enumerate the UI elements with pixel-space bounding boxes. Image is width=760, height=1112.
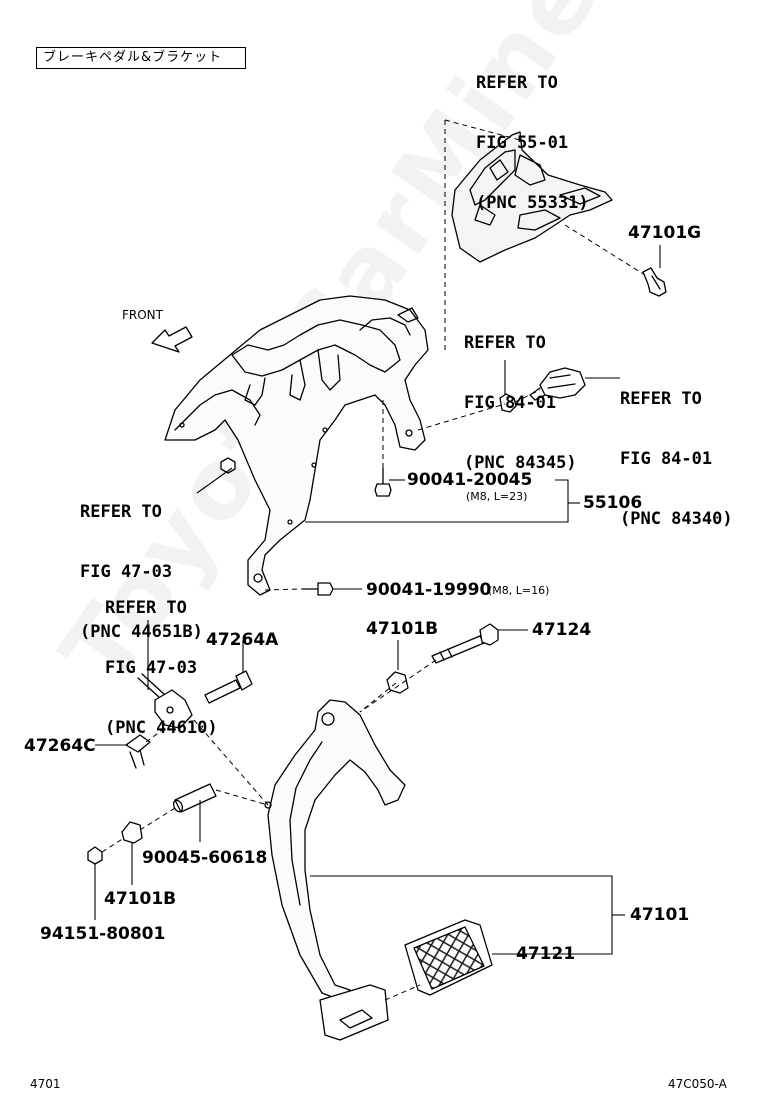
ref-fig55-line1: REFER TO bbox=[476, 73, 558, 93]
part-number-90041-20045: 90041-20045 bbox=[407, 470, 533, 490]
ref-fig84-b-line2: FIG 84-01 bbox=[620, 449, 713, 469]
footer-left: 4701 bbox=[30, 1077, 61, 1091]
ref-fig84-b: REFER TO FIG 84-01 (PNC 84340) bbox=[620, 349, 733, 569]
ref-fig55-line3: (PNC 55331) bbox=[476, 193, 589, 213]
bracket-55106 bbox=[164, 295, 429, 596]
clevis-44610 bbox=[137, 673, 193, 729]
ref-fig47-b: REFER TO FIG 47-03 (PNC 44610) bbox=[105, 558, 218, 778]
sleeve-90045-60618-icon bbox=[172, 783, 217, 813]
part-number-90045-60618: 90045-60618 bbox=[142, 848, 268, 868]
ref-fig47-b-line2: FIG 47-03 bbox=[105, 658, 198, 678]
ref-fig47-b-line1: REFER TO bbox=[105, 598, 187, 618]
bolt-90041-19990-icon bbox=[302, 582, 334, 596]
part-number-47101: 47101 bbox=[630, 905, 690, 925]
ref-fig84-a-line1: REFER TO bbox=[464, 333, 546, 353]
nut-94151-80801-icon bbox=[87, 846, 103, 865]
ref-fig55-line2: FIG 55-01 bbox=[476, 133, 569, 153]
part-number-90041-19990: 90041-19990 bbox=[366, 580, 492, 600]
ref-fig84-b-line3: (PNC 84340) bbox=[620, 509, 733, 529]
part-number-47121: 47121 bbox=[516, 944, 576, 964]
part-number-47101b-bottom: 47101B bbox=[104, 889, 177, 909]
ref-fig47-a-line3: (PNC 44651B) bbox=[80, 622, 203, 642]
pedal-pad-base bbox=[319, 984, 389, 1041]
ref-fig84-a-line3: (PNC 84345) bbox=[464, 453, 577, 473]
part-number-47101b-top: 47101B bbox=[366, 619, 439, 639]
clip-47264c-icon bbox=[125, 734, 151, 769]
front-label: FRONT bbox=[122, 308, 163, 322]
part-number-55106: 55106 bbox=[583, 493, 643, 513]
part-number-47264a: 47264A bbox=[206, 630, 279, 650]
ref-fig84-a-line2: FIG 84-01 bbox=[464, 393, 557, 413]
insulator-part bbox=[451, 131, 613, 263]
part-number-47264c: 47264C bbox=[24, 736, 96, 756]
ref-fig84-b-line1: REFER TO bbox=[620, 389, 702, 409]
bushing-47101b-bottom-icon bbox=[121, 821, 143, 844]
part-number-47124: 47124 bbox=[532, 620, 592, 640]
front-arrow-icon bbox=[151, 326, 193, 353]
ref-fig47-a-line2: FIG 47-03 bbox=[80, 562, 173, 582]
bolt-90041-20045-icon bbox=[374, 467, 392, 497]
bolt-47124-icon bbox=[431, 623, 499, 664]
ref-fig47-b-line3: (PNC 44610) bbox=[105, 718, 218, 738]
pin-47264a-icon bbox=[204, 670, 253, 704]
footer-right: 47C050-A bbox=[668, 1077, 727, 1091]
ref-fig55: REFER TO FIG 55-01 (PNC 55331) bbox=[476, 33, 589, 253]
ref-fig47-a-line1: REFER TO bbox=[80, 502, 162, 522]
bushing-47101b-top-icon bbox=[386, 671, 409, 694]
bolt-47101g-icon bbox=[642, 267, 667, 297]
part-spec-90041-20045: (M8, L=23) bbox=[466, 490, 528, 503]
part-spec-90041-19990: (M8, L=16) bbox=[488, 584, 550, 597]
clip-84345-icon bbox=[499, 393, 517, 413]
stop-lamp-switch-icon bbox=[529, 367, 586, 401]
ref-fig47-a: REFER TO FIG 47-03 (PNC 44651B) bbox=[80, 462, 203, 682]
pedal-pad-47121 bbox=[404, 919, 493, 996]
part-number-94151-80801: 94151-80801 bbox=[40, 924, 166, 944]
diagram-title: ブレーキペダル&ブラケット bbox=[36, 47, 246, 69]
part-number-47101g: 47101G bbox=[628, 223, 702, 243]
nut-44651b-icon bbox=[220, 457, 236, 474]
ref-fig84-a: REFER TO FIG 84-01 (PNC 84345) bbox=[464, 293, 577, 513]
brake-pedal-arm bbox=[264, 699, 406, 1001]
